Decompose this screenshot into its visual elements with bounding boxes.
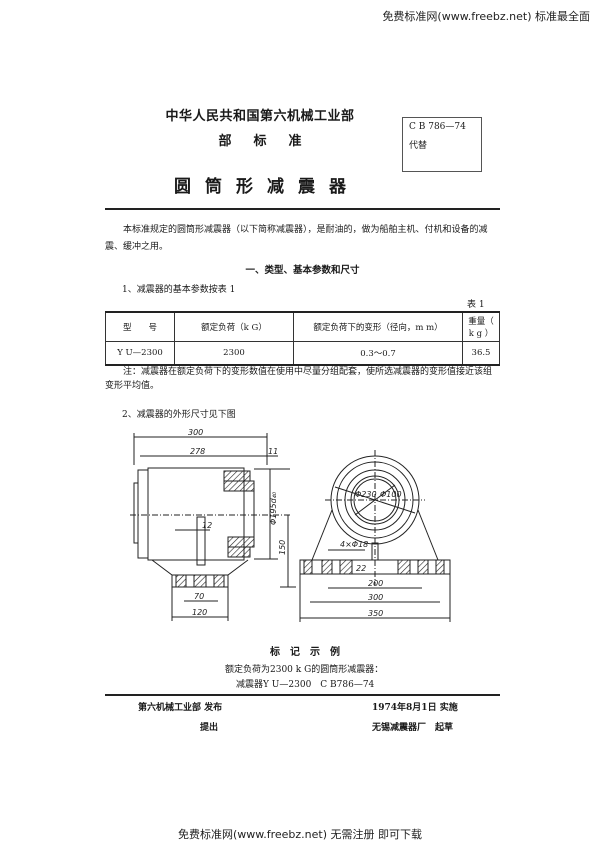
dim-stud: 12	[202, 521, 212, 530]
standard-code-box: C B 786—74 代替	[402, 117, 482, 172]
dim-body-length: 278	[190, 447, 205, 456]
example-line-2: 减震器Y U—2300 C B786—74	[236, 680, 375, 690]
footer-divider	[105, 694, 500, 696]
item-2: 2、减震器的外形尺寸见下图	[122, 410, 236, 420]
dim-base-width: 350	[368, 609, 383, 618]
table-note: 注：减震器在额定负荷下的变形数值在使用中尽量分组配套，使所选减震器的变形值接近该…	[105, 367, 493, 391]
document-title: 圆筒形减震器	[174, 177, 360, 197]
replaces-label: 代替	[409, 141, 428, 151]
dim-height: 150	[278, 540, 287, 555]
intro-paragraph: 本标准规定的圆筒形减震器（以下简称减震器），是耐油的，做为船舶主机、付机和设备的…	[105, 225, 488, 252]
publisher: 第六机械工业部 发布	[138, 703, 223, 713]
drafter: 无锡减震器厂 起草	[372, 723, 454, 733]
standard-code: C B 786—74	[409, 122, 466, 132]
cell-model: Y U—2300	[105, 341, 175, 366]
table-row: Y U—2300 2300 0.3～0.7 36.5	[105, 341, 500, 366]
header-divider	[105, 208, 500, 210]
section-heading: 一、类型、基本参数和尺寸	[245, 265, 360, 276]
dim-base-inner: 70	[194, 592, 204, 601]
dim-flange: 11	[268, 447, 278, 456]
cell-weight: 36.5	[462, 341, 500, 366]
side-view: 300 278 11 12 70 120	[130, 428, 296, 621]
proposer: 提出	[200, 723, 219, 733]
standard-type: 部标准	[218, 134, 324, 149]
ministry-name: 中华人民共和国第六机械工业部	[165, 109, 355, 124]
table-label: 表 1	[467, 300, 485, 310]
cell-rated-load: 2300	[174, 341, 294, 366]
dim-holes-inner: 200	[368, 579, 383, 588]
technical-drawing: 300 278 11 12 70 120	[130, 428, 451, 622]
header-weight: 重量（ k g ）	[462, 311, 500, 342]
parameters-table: 型 号 额定负荷（k G） 额定负荷下的变形（径向，m m） 重量（ k g ）…	[105, 311, 500, 366]
dim-outer-dia: Φ230	[355, 490, 377, 499]
item-1: 1、减震器的基本参数按表 1	[122, 285, 236, 295]
dim-overall-length: 300	[188, 428, 203, 437]
dim-inner-dia: Φ100	[380, 490, 402, 499]
dim-base-thk: 22	[356, 564, 366, 573]
header-deformation: 额定负荷下的变形（径向，m m）	[293, 311, 463, 342]
dim-holes-outer: 300	[368, 593, 383, 602]
header-model: 型 号	[105, 311, 175, 342]
header-rated-load: 额定负荷（k G）	[174, 311, 294, 342]
dim-hole: 4×Φ18	[340, 540, 368, 549]
example-title: 标记示例	[270, 647, 350, 658]
example-line-1: 额定负荷为2300 k G的圆筒形减震器：	[225, 665, 384, 675]
table-header-row: 型 号 额定负荷（k G） 额定负荷下的变形（径向，m m） 重量（ k g ）	[105, 311, 500, 342]
dim-bore: Φ195d₄₀	[269, 491, 278, 525]
effective-date: 1974年8月1日 实施	[372, 703, 458, 713]
cell-deformation: 0.3～0.7	[293, 341, 463, 366]
dim-base-outer: 120	[192, 608, 207, 617]
watermark-bottom: 免费标准网(www.freebz.net) 无需注册 即可下载	[177, 828, 423, 841]
front-view: Φ230 Φ100 4×Φ18 22 200 300 350	[299, 450, 451, 622]
watermark-top: 免费标准网(www.freebz.net) 标准最全面	[382, 10, 590, 23]
